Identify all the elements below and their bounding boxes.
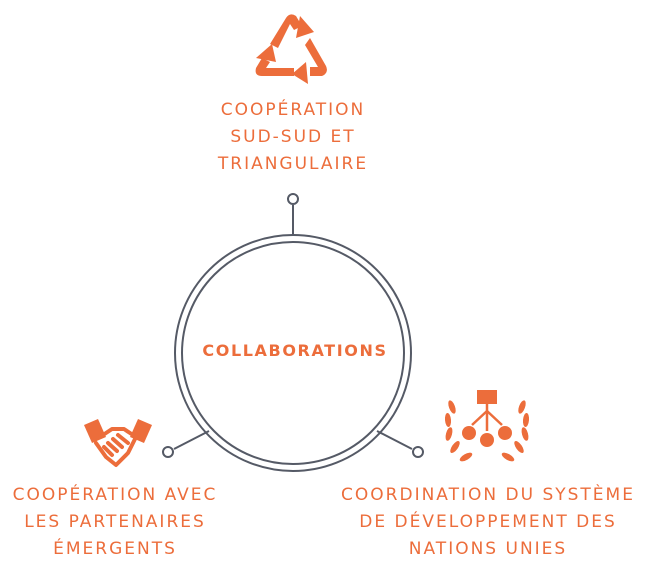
label-line: LES PARTENAIRES bbox=[24, 512, 206, 532]
label-line: DE DÉVELOPPEMENT DES bbox=[359, 512, 617, 532]
label-line: COOPÉRATION bbox=[220, 100, 366, 120]
label-line: SUD-SUD ET bbox=[230, 127, 356, 147]
connector-left bbox=[162, 430, 210, 458]
label-line: ÉMERGENTS bbox=[53, 539, 177, 559]
handshake-icon bbox=[84, 419, 152, 467]
label-line: COOPÉRATION AVEC bbox=[12, 485, 218, 505]
un-emblem-icon bbox=[444, 390, 530, 462]
label-line: COORDINATION DU SYSTÈME bbox=[341, 485, 635, 505]
center-label: COLLABORATIONS bbox=[202, 341, 388, 360]
connector-top bbox=[287, 193, 299, 235]
label-line: TRIANGULAIRE bbox=[217, 154, 369, 174]
node-label-south-south: COOPÉRATION SUD-SUD ET TRIANGULAIRE bbox=[170, 97, 416, 178]
node-label-emerging-partners: COOPÉRATION AVEC LES PARTENAIRES ÉMERGEN… bbox=[2, 482, 228, 563]
label-line: NATIONS UNIES bbox=[408, 539, 568, 559]
recycle-triangle-icon bbox=[255, 14, 327, 84]
connector-right bbox=[376, 430, 424, 458]
node-label-un-system: COORDINATION DU SYSTÈME DE DÉVELOPPEMENT… bbox=[330, 482, 646, 563]
